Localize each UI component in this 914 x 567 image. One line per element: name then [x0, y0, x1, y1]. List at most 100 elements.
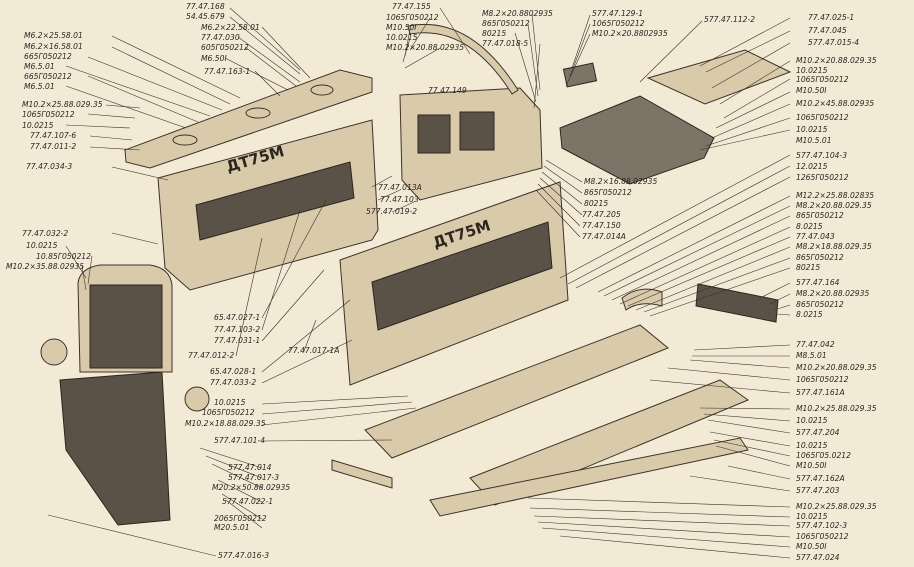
- part-label: 2065Г050212: [214, 514, 267, 523]
- part-label: 77.47.018-5: [482, 39, 528, 48]
- part-label: 1065Г050212: [386, 13, 439, 22]
- part-label: 77.47.107-6: [30, 131, 76, 140]
- part-label: M10.2×25.88.029.35: [796, 404, 877, 413]
- part-label: M10.2×35.88.02935: [6, 262, 84, 271]
- part-label: 8.0215: [796, 310, 823, 319]
- part-label: 577.47.016-3: [218, 551, 269, 560]
- part-label: 77.47.033-2: [210, 378, 256, 387]
- part-label: 605Г050212: [201, 43, 249, 52]
- hood-hole: [310, 84, 334, 96]
- part-labels: 77.47.168 54.45.679 M6.2×22.58.01 77.47.…: [6, 2, 877, 562]
- part-label: 77.47.017-1A: [288, 346, 339, 355]
- small-step: [331, 459, 393, 489]
- part-label: 77.47.032-2: [22, 229, 68, 238]
- part-label: 10.0215: [796, 125, 828, 134]
- part-label: 865Г050212: [796, 300, 844, 309]
- part-label: M8.2×18.88.029.35: [796, 242, 872, 251]
- part-label: 77.47.163-1: [204, 67, 250, 76]
- side-rail-bar: [695, 283, 779, 323]
- part-label: 1065Г050212: [22, 110, 75, 119]
- part-label: 577.47.022-1: [222, 497, 273, 506]
- part-label: 77.47.012-2: [188, 351, 234, 360]
- headlight-left: [40, 338, 68, 366]
- part-label: M10.2×25.88.029.35: [22, 100, 103, 109]
- part-label: 665Г050212: [24, 52, 72, 61]
- part-label: 77.47.031-1: [214, 336, 260, 345]
- radiator-grille-slats: [89, 284, 163, 369]
- part-label: 10.0215: [796, 66, 828, 75]
- part-label: M6.2×16.58.01: [24, 42, 83, 51]
- rear-window-right: [459, 111, 495, 151]
- part-label: 80215: [584, 199, 608, 208]
- part-label: 577.47.102-3: [796, 521, 847, 530]
- part-label: 865Г050212: [482, 19, 530, 28]
- part-label: 77.47.030: [201, 33, 240, 42]
- part-label: 65.47.028-1: [210, 367, 256, 376]
- hood-hole: [245, 107, 271, 119]
- part-label: 80215: [796, 263, 820, 272]
- part-label: 665Г050212: [24, 72, 72, 81]
- small-mat: [562, 62, 598, 88]
- part-label: M8.2×16.88.02935: [584, 177, 657, 186]
- part-label: 10.0215: [386, 33, 418, 42]
- part-label: 77.47.034-3: [26, 162, 72, 171]
- part-label: 77.47.014A: [582, 232, 626, 241]
- part-label: 577.47.203: [796, 486, 840, 495]
- part-label: M8.2×20.88.02935: [796, 289, 869, 298]
- floor-mat: [559, 95, 715, 185]
- part-label: 77.47.042: [796, 340, 835, 349]
- part-label: 577.47.104-3: [796, 151, 847, 160]
- part-label: M10.2×20.88.02935: [386, 43, 464, 52]
- part-label: M6.5.01: [24, 62, 55, 71]
- part-label: 80215: [482, 29, 506, 38]
- part-label: M10.50I: [796, 542, 827, 551]
- part-label: M8.2×20.8802935: [482, 9, 553, 18]
- part-label: 12.0215: [796, 162, 828, 171]
- part-label: 1065Г050212: [796, 113, 849, 122]
- part-label: 77.47.150: [582, 221, 621, 230]
- part-label: M10.2×20.8802935: [592, 29, 668, 38]
- floor-board-long: [364, 324, 669, 459]
- part-label: M20.5.01: [214, 523, 250, 532]
- part-label: 10.0215: [796, 416, 828, 425]
- part-label: M10.2×20.88.029.35: [796, 363, 877, 372]
- part-label: 577.47.101-4: [214, 436, 265, 445]
- part-label: 77.47.045: [808, 26, 847, 35]
- part-label: M6.50I: [201, 54, 227, 63]
- part-label: 577.47.162A: [796, 474, 845, 483]
- floor-cover-plate: [646, 49, 792, 105]
- part-label: M10.2×45.88.02935: [796, 99, 874, 108]
- part-label: 577.47.164: [796, 278, 840, 287]
- part-label: 1265Г050212: [796, 173, 849, 182]
- hood-hole: [172, 134, 198, 146]
- part-label: 577.47.017-3: [228, 473, 279, 482]
- part-label: 65.47.027-1: [214, 313, 260, 322]
- part-label: 10.0215: [214, 398, 246, 407]
- part-label: 77.47.205: [582, 210, 621, 219]
- part-label: M12.2×25.88.02835: [796, 191, 874, 200]
- part-label: 77.47.043: [796, 232, 835, 241]
- part-label: 10.0215: [22, 121, 54, 130]
- part-label: 577.47.112-2: [704, 15, 755, 24]
- part-label: M6.2×22.58.01: [201, 23, 260, 32]
- cab-parts: ДТ75М ДТ75М: [40, 23, 792, 526]
- step-board: [429, 437, 749, 517]
- part-label: M6.5.01: [24, 82, 55, 91]
- part-label: 865Г050212: [796, 253, 844, 262]
- part-label: 577.47.129-1: [592, 9, 643, 18]
- headlight-right: [184, 386, 210, 412]
- part-label: 10.85Г050212: [36, 252, 91, 261]
- part-label: 577.47.024: [796, 553, 840, 562]
- part-label: M20.2×50.88.02935: [212, 483, 290, 492]
- curved-bracket: [621, 288, 663, 311]
- part-label: 77.47.149: [428, 86, 467, 95]
- part-label: 10.0215: [796, 441, 828, 450]
- part-label: 865Г050212: [584, 188, 632, 197]
- right-side-louvers: [371, 221, 553, 331]
- part-label: 865Г050212: [796, 211, 844, 220]
- part-label: 577.47.019-2: [366, 207, 417, 216]
- part-label: M6.2×25.58.01: [24, 31, 83, 40]
- top-handle-bar: [407, 23, 519, 95]
- rear-window-left: [417, 114, 451, 154]
